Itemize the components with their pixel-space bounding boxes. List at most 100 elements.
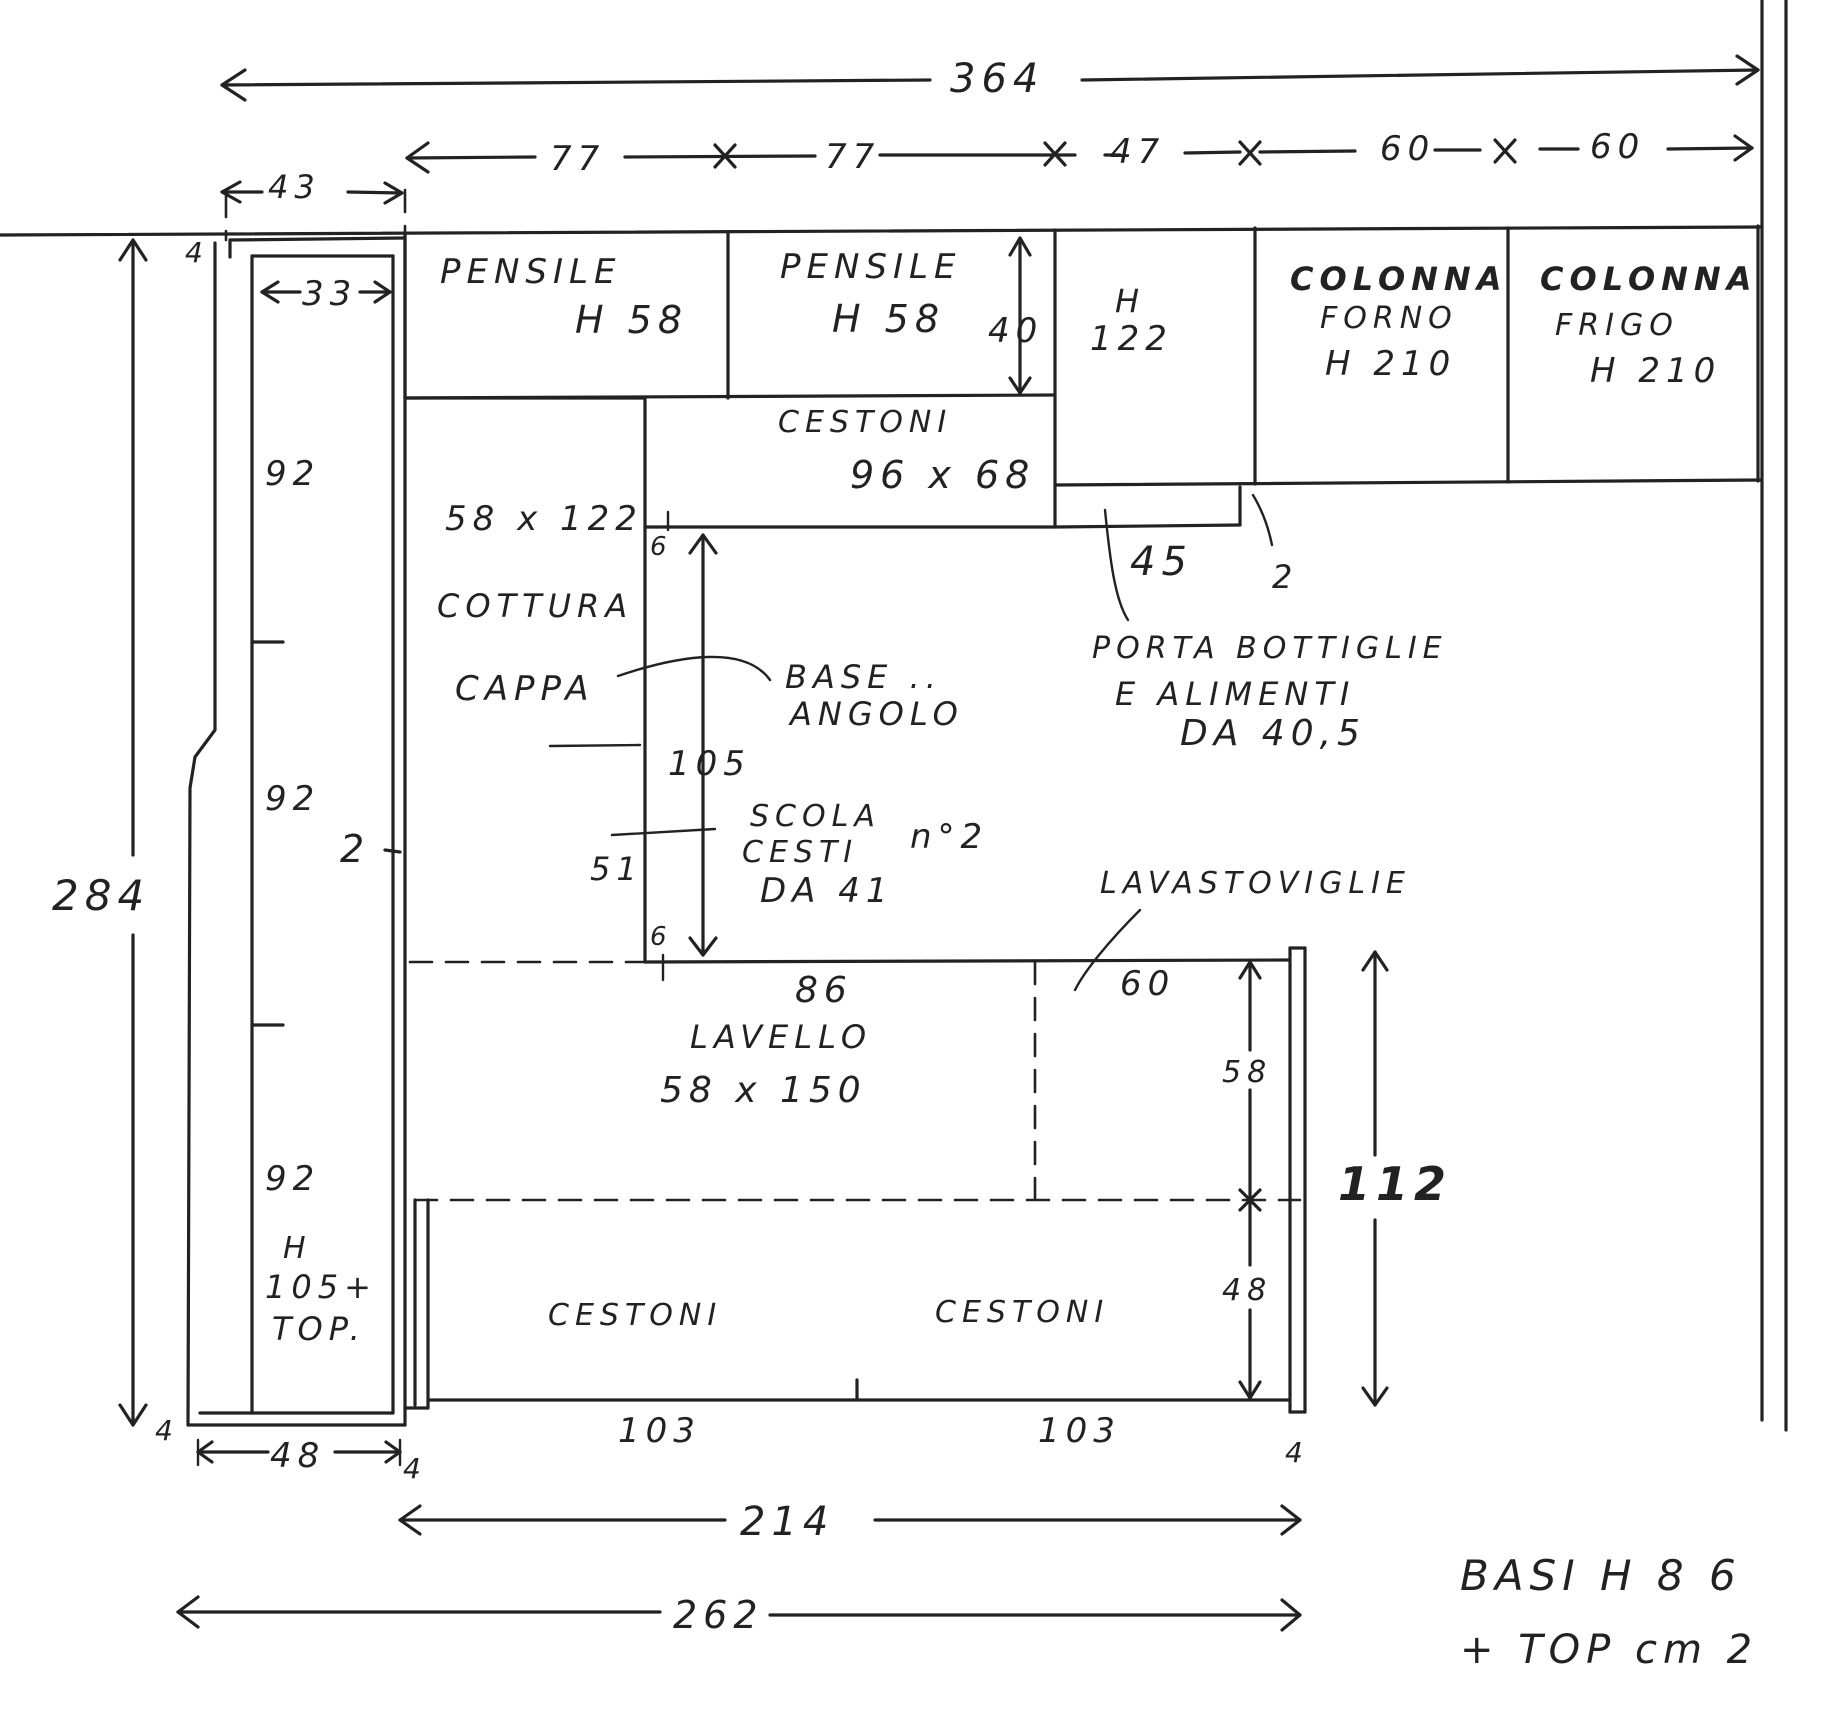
dim-60a-label: 60 — [1380, 129, 1435, 169]
dimension-43: 43 — [220, 168, 407, 242]
cottura-label: 58 x 122 COTTURA — [437, 499, 643, 625]
dimension-40: 40 — [988, 236, 1043, 395]
porta-bottiglie-annotation: 45 2 PORTA BOTTIGLIE E ALIMENTI DA 40,5 — [1092, 493, 1448, 754]
dimension-214: 214 — [398, 1499, 1302, 1545]
svg-text:FRIGO: FRIGO — [1555, 308, 1679, 343]
svg-text:96 x 68: 96 x 68 — [850, 453, 1035, 497]
svg-text:BASI H 8 6: BASI H 8 6 — [1460, 1551, 1742, 1600]
dimension-48-bottom: 48 4 — [196, 1436, 421, 1485]
cappa-label: CAPPA — [455, 669, 595, 709]
scola-label: SCOLA CESTI DA 41 n°2 — [742, 799, 988, 911]
cestoni-b-label: CESTONI — [935, 1295, 1109, 1330]
h122-label: H 122 — [1090, 282, 1173, 359]
svg-text:SCOLA: SCOLA — [750, 799, 881, 834]
svg-text:122: 122 — [1090, 319, 1173, 359]
dim-43-label: 43 — [268, 168, 321, 206]
dim-92b-label: 92 — [265, 779, 320, 819]
cottura-zone — [403, 396, 1057, 964]
svg-text:51: 51 — [590, 850, 643, 888]
dim-47-label: 47 — [1110, 132, 1165, 172]
dim-4-base-right: 4 — [1285, 1436, 1309, 1469]
dimension-284: 284 4 — [52, 238, 179, 1447]
dimension-105: 105 6 6 — [650, 510, 751, 982]
dim-77a-label: 77 — [550, 139, 605, 179]
svg-text:COTTURA: COTTURA — [437, 587, 633, 625]
svg-text:CESTONI: CESTONI — [778, 405, 952, 440]
base-angolo-label: BASE .. ANGOLO — [785, 658, 964, 733]
tall-column — [186, 234, 407, 1427]
svg-text:LAVASTOVIGLIE: LAVASTOVIGLIE — [1100, 866, 1411, 901]
svg-text:105+: 105+ — [265, 1268, 377, 1306]
base-cabinets — [403, 946, 1307, 1414]
colonna-frigo-label: COLONNA FRIGO H 210 — [1540, 260, 1757, 391]
svg-text:58 x 150: 58 x 150 — [660, 1070, 867, 1111]
svg-text:CESTI: CESTI — [742, 835, 858, 870]
svg-text:H 210: H 210 — [1590, 351, 1721, 391]
dim-33-label: 33 — [302, 274, 357, 314]
dim-105-label: 105 — [668, 744, 751, 784]
dim-112-label: 112 — [1338, 1157, 1452, 1211]
dimension-58-48: 58 48 — [1222, 960, 1272, 1400]
dim-92c-label: 92 — [265, 1159, 320, 1199]
dim-86-label: 86 — [795, 970, 853, 1011]
svg-text:ANGOLO: ANGOLO — [788, 695, 964, 733]
svg-text:H 58: H 58 — [575, 298, 688, 342]
basi-note: BASI H 8 6 + TOP cm 2 — [1460, 1551, 1758, 1673]
dimension-33: 33 — [260, 274, 392, 314]
svg-text:LAVELLO: LAVELLO — [690, 1018, 872, 1056]
dim-58-label: 58 — [1222, 1055, 1272, 1090]
svg-text:H: H — [283, 1231, 312, 1266]
dim-2b-label: 2 — [1272, 558, 1298, 596]
dim-60c-label: 60 — [1120, 964, 1175, 1004]
svg-text:214: 214 — [740, 1499, 834, 1545]
right-wall — [1760, 0, 1788, 1432]
lavello-label: LAVELLO 58 x 150 — [660, 1018, 872, 1111]
svg-text:48: 48 — [270, 1436, 325, 1476]
dim-6b-label: 6 — [650, 922, 673, 952]
colonna-forno-label: COLONNA FORNO H 210 — [1290, 260, 1507, 384]
svg-text:TOP.: TOP. — [272, 1310, 366, 1348]
lavastoviglie-annotation: LAVASTOVIGLIE — [1073, 866, 1411, 992]
dim-2-pointer — [383, 848, 402, 854]
svg-text:COLONNA: COLONNA — [1540, 260, 1757, 298]
svg-text:DA 41: DA 41 — [760, 871, 894, 911]
top-wall-line — [0, 225, 1764, 237]
pensile-1-label: PENSILE H 58 — [440, 252, 688, 342]
svg-text:FORNO: FORNO — [1320, 301, 1458, 336]
cappa-arrow-line — [548, 743, 642, 748]
dimension-364: 364 — [220, 54, 1760, 102]
svg-text:PORTA BOTTIGLIE: PORTA BOTTIGLIE — [1092, 631, 1448, 666]
dim-51: 51 — [590, 827, 717, 888]
dim-284-label: 284 — [52, 871, 150, 920]
cappa-pointer — [616, 655, 772, 682]
dim-92a-label: 92 — [265, 454, 320, 494]
dimension-wall-segments: 77 77 47 60 60 — [405, 127, 1754, 179]
dim-2-label: 2 — [340, 827, 370, 871]
dim-103a-label: 103 — [618, 1411, 701, 1451]
dim-4-top-left: 4 — [185, 236, 209, 269]
dim-45-label: 45 — [1130, 539, 1193, 585]
dim-48-label: 48 — [1222, 1273, 1272, 1308]
svg-text:+ TOP cm 2: + TOP cm 2 — [1460, 1627, 1758, 1673]
dim-4-bottom-left: 4 — [155, 1414, 179, 1447]
dim-6a-label: 6 — [650, 532, 673, 562]
dim-364-label: 364 — [950, 56, 1044, 102]
dim-103b-label: 103 — [1038, 1411, 1121, 1451]
svg-text:H 210: H 210 — [1325, 344, 1456, 384]
pensile-2-label: PENSILE H 58 — [780, 247, 961, 341]
svg-text:58 x 122: 58 x 122 — [445, 499, 643, 539]
svg-text:PENSILE: PENSILE — [780, 247, 961, 287]
svg-text:E ALIMENTI: E ALIMENTI — [1115, 675, 1355, 713]
dim-40-label: 40 — [988, 311, 1043, 351]
cestoni-top-label: CESTONI 96 x 68 — [778, 405, 1035, 497]
svg-text:262: 262 — [673, 1593, 764, 1637]
svg-text:COLONNA: COLONNA — [1290, 260, 1507, 298]
svg-text:H: H — [1115, 282, 1145, 320]
dimension-262: 262 — [176, 1593, 1302, 1637]
svg-text:n°2: n°2 — [910, 817, 988, 857]
tall-column-label: H 105+ TOP. — [265, 1231, 377, 1348]
svg-text:H 58: H 58 — [832, 297, 945, 341]
dim-60b-label: 60 — [1590, 127, 1645, 167]
svg-text:PENSILE: PENSILE — [440, 252, 621, 292]
